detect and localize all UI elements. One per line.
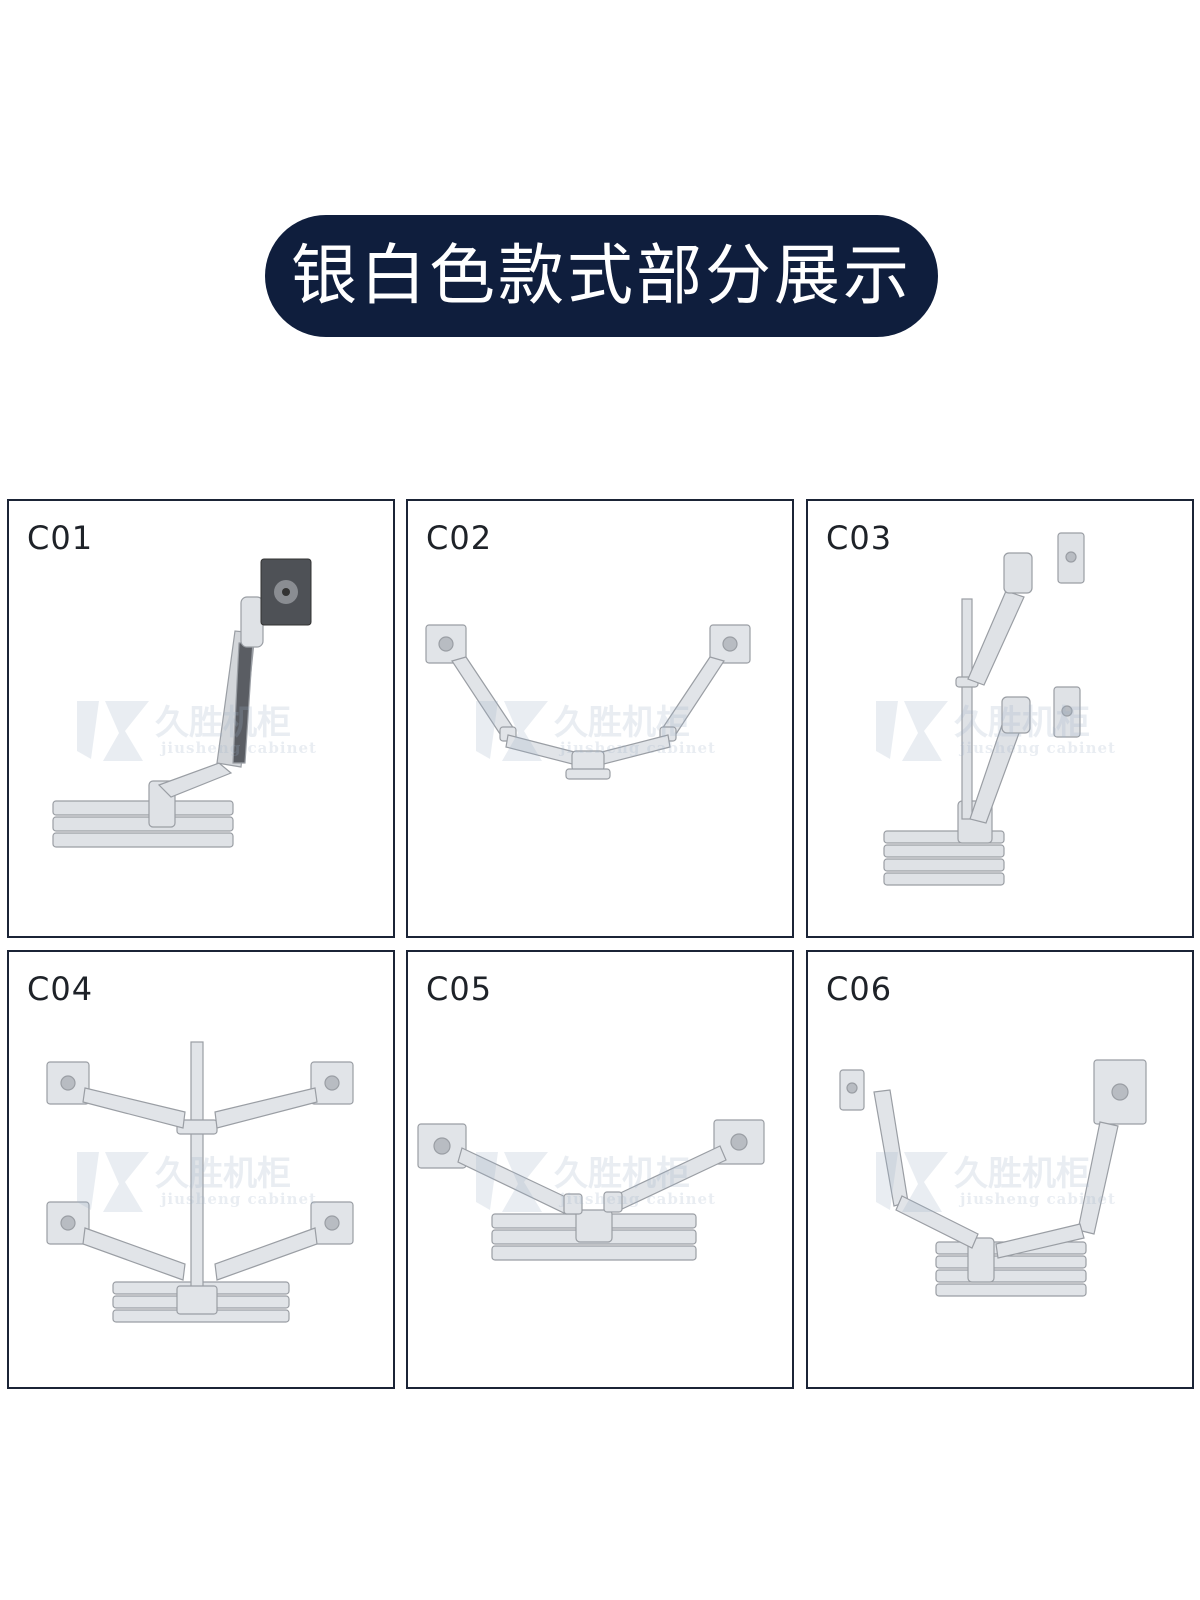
card-label: C01 xyxy=(27,519,94,557)
title-banner: 银白色款式部分展示 xyxy=(265,215,938,337)
card-label: C06 xyxy=(826,970,893,1008)
card-label: C02 xyxy=(426,519,493,557)
product-image-c04 xyxy=(46,1041,354,1323)
product-card-c05[interactable]: 久胜机柜 jiusheng cabinet C05 xyxy=(406,950,794,1389)
product-image-c02 xyxy=(425,624,751,780)
page-title: 银白色款式部分展示 xyxy=(291,237,912,314)
card-label: C05 xyxy=(426,970,493,1008)
card-label: C03 xyxy=(826,519,893,557)
card-label: C04 xyxy=(27,970,94,1008)
product-image-c05 xyxy=(417,1119,765,1261)
product-card-c01[interactable]: 久胜机柜 jiusheng cabinet C01 xyxy=(7,499,395,938)
product-card-c04[interactable]: 久胜机柜 jiusheng cabinet C04 xyxy=(7,950,395,1389)
product-image-c03 xyxy=(883,532,1085,886)
product-card-c03[interactable]: 久胜机柜 jiusheng cabinet C03 xyxy=(806,499,1194,938)
product-image-c06 xyxy=(839,1059,1147,1297)
product-card-c02[interactable]: 久胜机柜 jiusheng cabinet C02 xyxy=(406,499,794,938)
product-card-c06[interactable]: 久胜机柜 jiusheng cabinet C06 xyxy=(806,950,1194,1389)
product-image-c01 xyxy=(52,558,312,848)
